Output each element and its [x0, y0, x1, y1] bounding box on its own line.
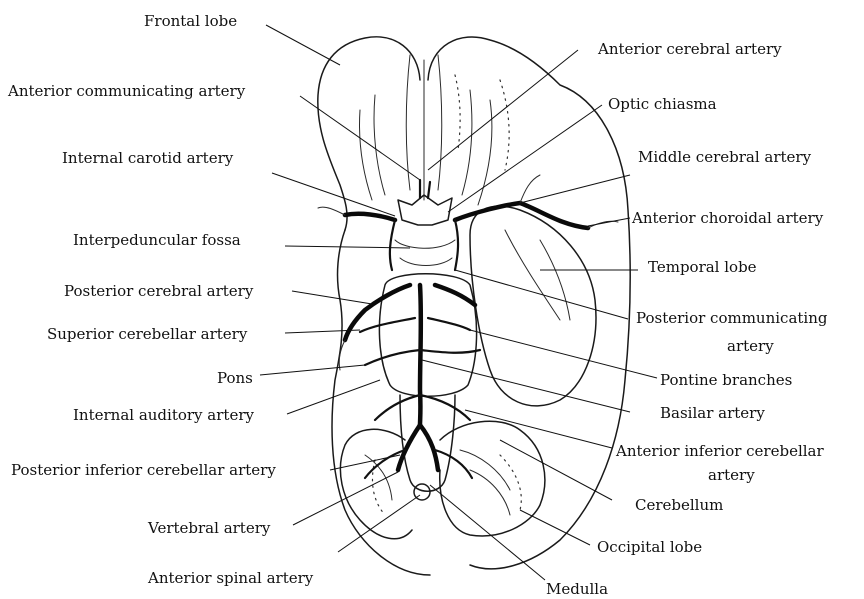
label-posterior-communicating-artery-line1: Posterior communicating — [636, 309, 828, 327]
label-pons: Pons — [217, 369, 253, 387]
label-cerebellum: Cerebellum — [635, 496, 723, 514]
left-middle-cerebral-artery — [345, 214, 395, 220]
right-posterior-cerebral-artery — [435, 285, 475, 305]
label-posterior-inferior-cerebellar-artery: Posterior inferior cerebellar artery — [11, 461, 276, 479]
label-anterior-choroidal-artery: Anterior choroidal artery — [631, 209, 824, 227]
label-temporal-lobe: Temporal lobe — [648, 258, 757, 276]
label-anterior-spinal-artery: Anterior spinal artery — [147, 569, 314, 587]
label-internal-carotid-artery: Internal carotid artery — [62, 149, 234, 167]
right-vertebral-artery — [420, 425, 438, 470]
arterial-tree — [318, 175, 618, 478]
label-pontine-branches: Pontine branches — [660, 371, 792, 389]
left-posterior-cerebral-artery — [345, 285, 410, 340]
label-anterior-communicating-artery: Anterior communicating artery — [7, 82, 246, 100]
label-anterior-inferior-cerebellar-artery-line2: artery — [708, 466, 755, 484]
label-occipital-lobe: Occipital lobe — [597, 538, 702, 556]
label-interpeduncular-fossa: Interpeduncular fossa — [73, 231, 241, 249]
label-anterior-inferior-cerebellar-artery-line1: Anterior inferior cerebellar — [615, 442, 825, 460]
labels: Frontal lobe Anterior cerebral artery An… — [7, 12, 828, 598]
label-internal-auditory-artery: Internal auditory artery — [73, 406, 254, 424]
label-middle-cerebral-artery: Middle cerebral artery — [638, 148, 812, 166]
basilar-artery-vessel — [420, 285, 421, 425]
leader-lines — [260, 25, 657, 580]
label-anterior-cerebral-artery: Anterior cerebral artery — [597, 40, 782, 58]
label-superior-cerebellar-artery: Superior cerebellar artery — [47, 325, 248, 343]
label-basilar-artery: Basilar artery — [660, 404, 765, 422]
label-posterior-cerebral-artery: Posterior cerebral artery — [64, 282, 254, 300]
label-vertebral-artery: Vertebral artery — [147, 519, 271, 537]
label-posterior-communicating-artery-line2: artery — [727, 337, 774, 355]
label-medulla: Medulla — [546, 580, 608, 598]
right-middle-cerebral-artery — [455, 203, 588, 228]
label-frontal-lobe: Frontal lobe — [144, 12, 237, 30]
label-optic-chiasma: Optic chiasma — [608, 95, 717, 113]
